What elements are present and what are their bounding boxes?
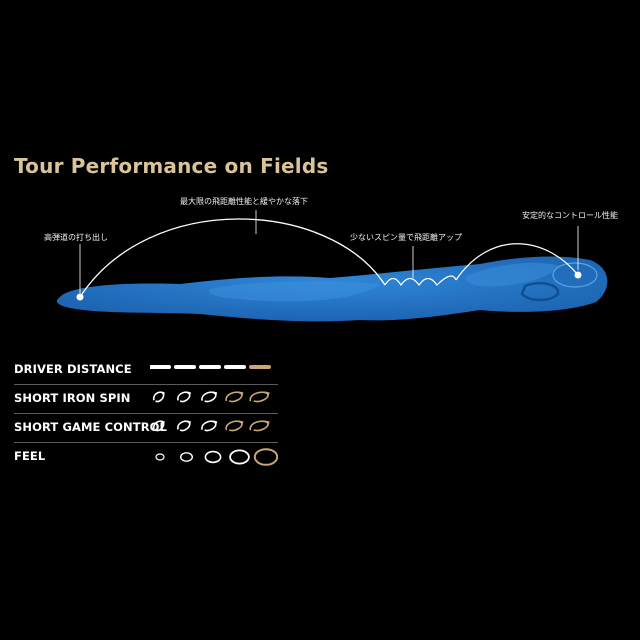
- spin-swirl-icon: [152, 391, 165, 403]
- oval-icon: [180, 452, 194, 462]
- spin-swirl-icon: [201, 420, 218, 432]
- fairway-highlight: [465, 262, 560, 287]
- green-ring: [552, 262, 598, 288]
- oval-icon: [204, 450, 222, 464]
- rating-label: FEEL: [14, 449, 46, 463]
- rating-icons: [152, 420, 270, 432]
- rating-label: DRIVER DISTANCE: [14, 362, 132, 376]
- rating-label: SHORT GAME CONTROL: [14, 420, 167, 434]
- rating-row: SHORT GAME CONTROL: [14, 414, 278, 443]
- spin-swirl-icon: [249, 420, 270, 432]
- annotation-spin: 少ないスピン量で飛距離アップ: [350, 233, 462, 242]
- spin-swirl-icon: [152, 420, 165, 432]
- spin-swirl-icon: [225, 420, 244, 432]
- spin-swirl-icon: [225, 391, 244, 403]
- oval-icon: [253, 448, 278, 466]
- rating-icons: [155, 448, 278, 466]
- spin-swirl-icon: [249, 391, 270, 403]
- ratings-table: DRIVER DISTANCE SHORT IRON SPIN SHORT GAME…: [14, 356, 278, 471]
- annotation-launch: 高弾道の打ち出し: [44, 233, 108, 242]
- rating-row: SHORT IRON SPIN: [14, 385, 278, 414]
- oval-icon: [155, 453, 165, 461]
- bounce-path: [384, 275, 457, 287]
- rating-row: FEEL: [14, 443, 278, 471]
- annotation-control: 安定的なコントロール性能: [522, 211, 618, 220]
- rating-icons: [150, 365, 271, 369]
- flight-path-arc: [79, 218, 386, 298]
- fairway-diagram: 高弾道の打ち出し 最大限の飛距離性能と緩やかな落下 少ないスピン量で飛距離アップ…: [0, 190, 640, 340]
- spin-swirl-icon: [177, 420, 192, 432]
- fairway-illustration: [56, 210, 608, 322]
- rating-icons: [152, 391, 270, 403]
- bunker-ring: [520, 282, 560, 302]
- spin-swirl-icon: [177, 391, 192, 403]
- fairway-highlight: [209, 281, 380, 302]
- oval-icon: [229, 449, 250, 465]
- page-title: Tour Performance on Fields: [14, 154, 329, 178]
- approach-arc: [455, 243, 579, 281]
- annotation-distance: 最大限の飛距離性能と緩やかな落下: [180, 197, 308, 206]
- rating-label: SHORT IRON SPIN: [14, 391, 131, 405]
- spin-swirl-icon: [201, 391, 218, 403]
- rating-row: DRIVER DISTANCE: [14, 356, 278, 385]
